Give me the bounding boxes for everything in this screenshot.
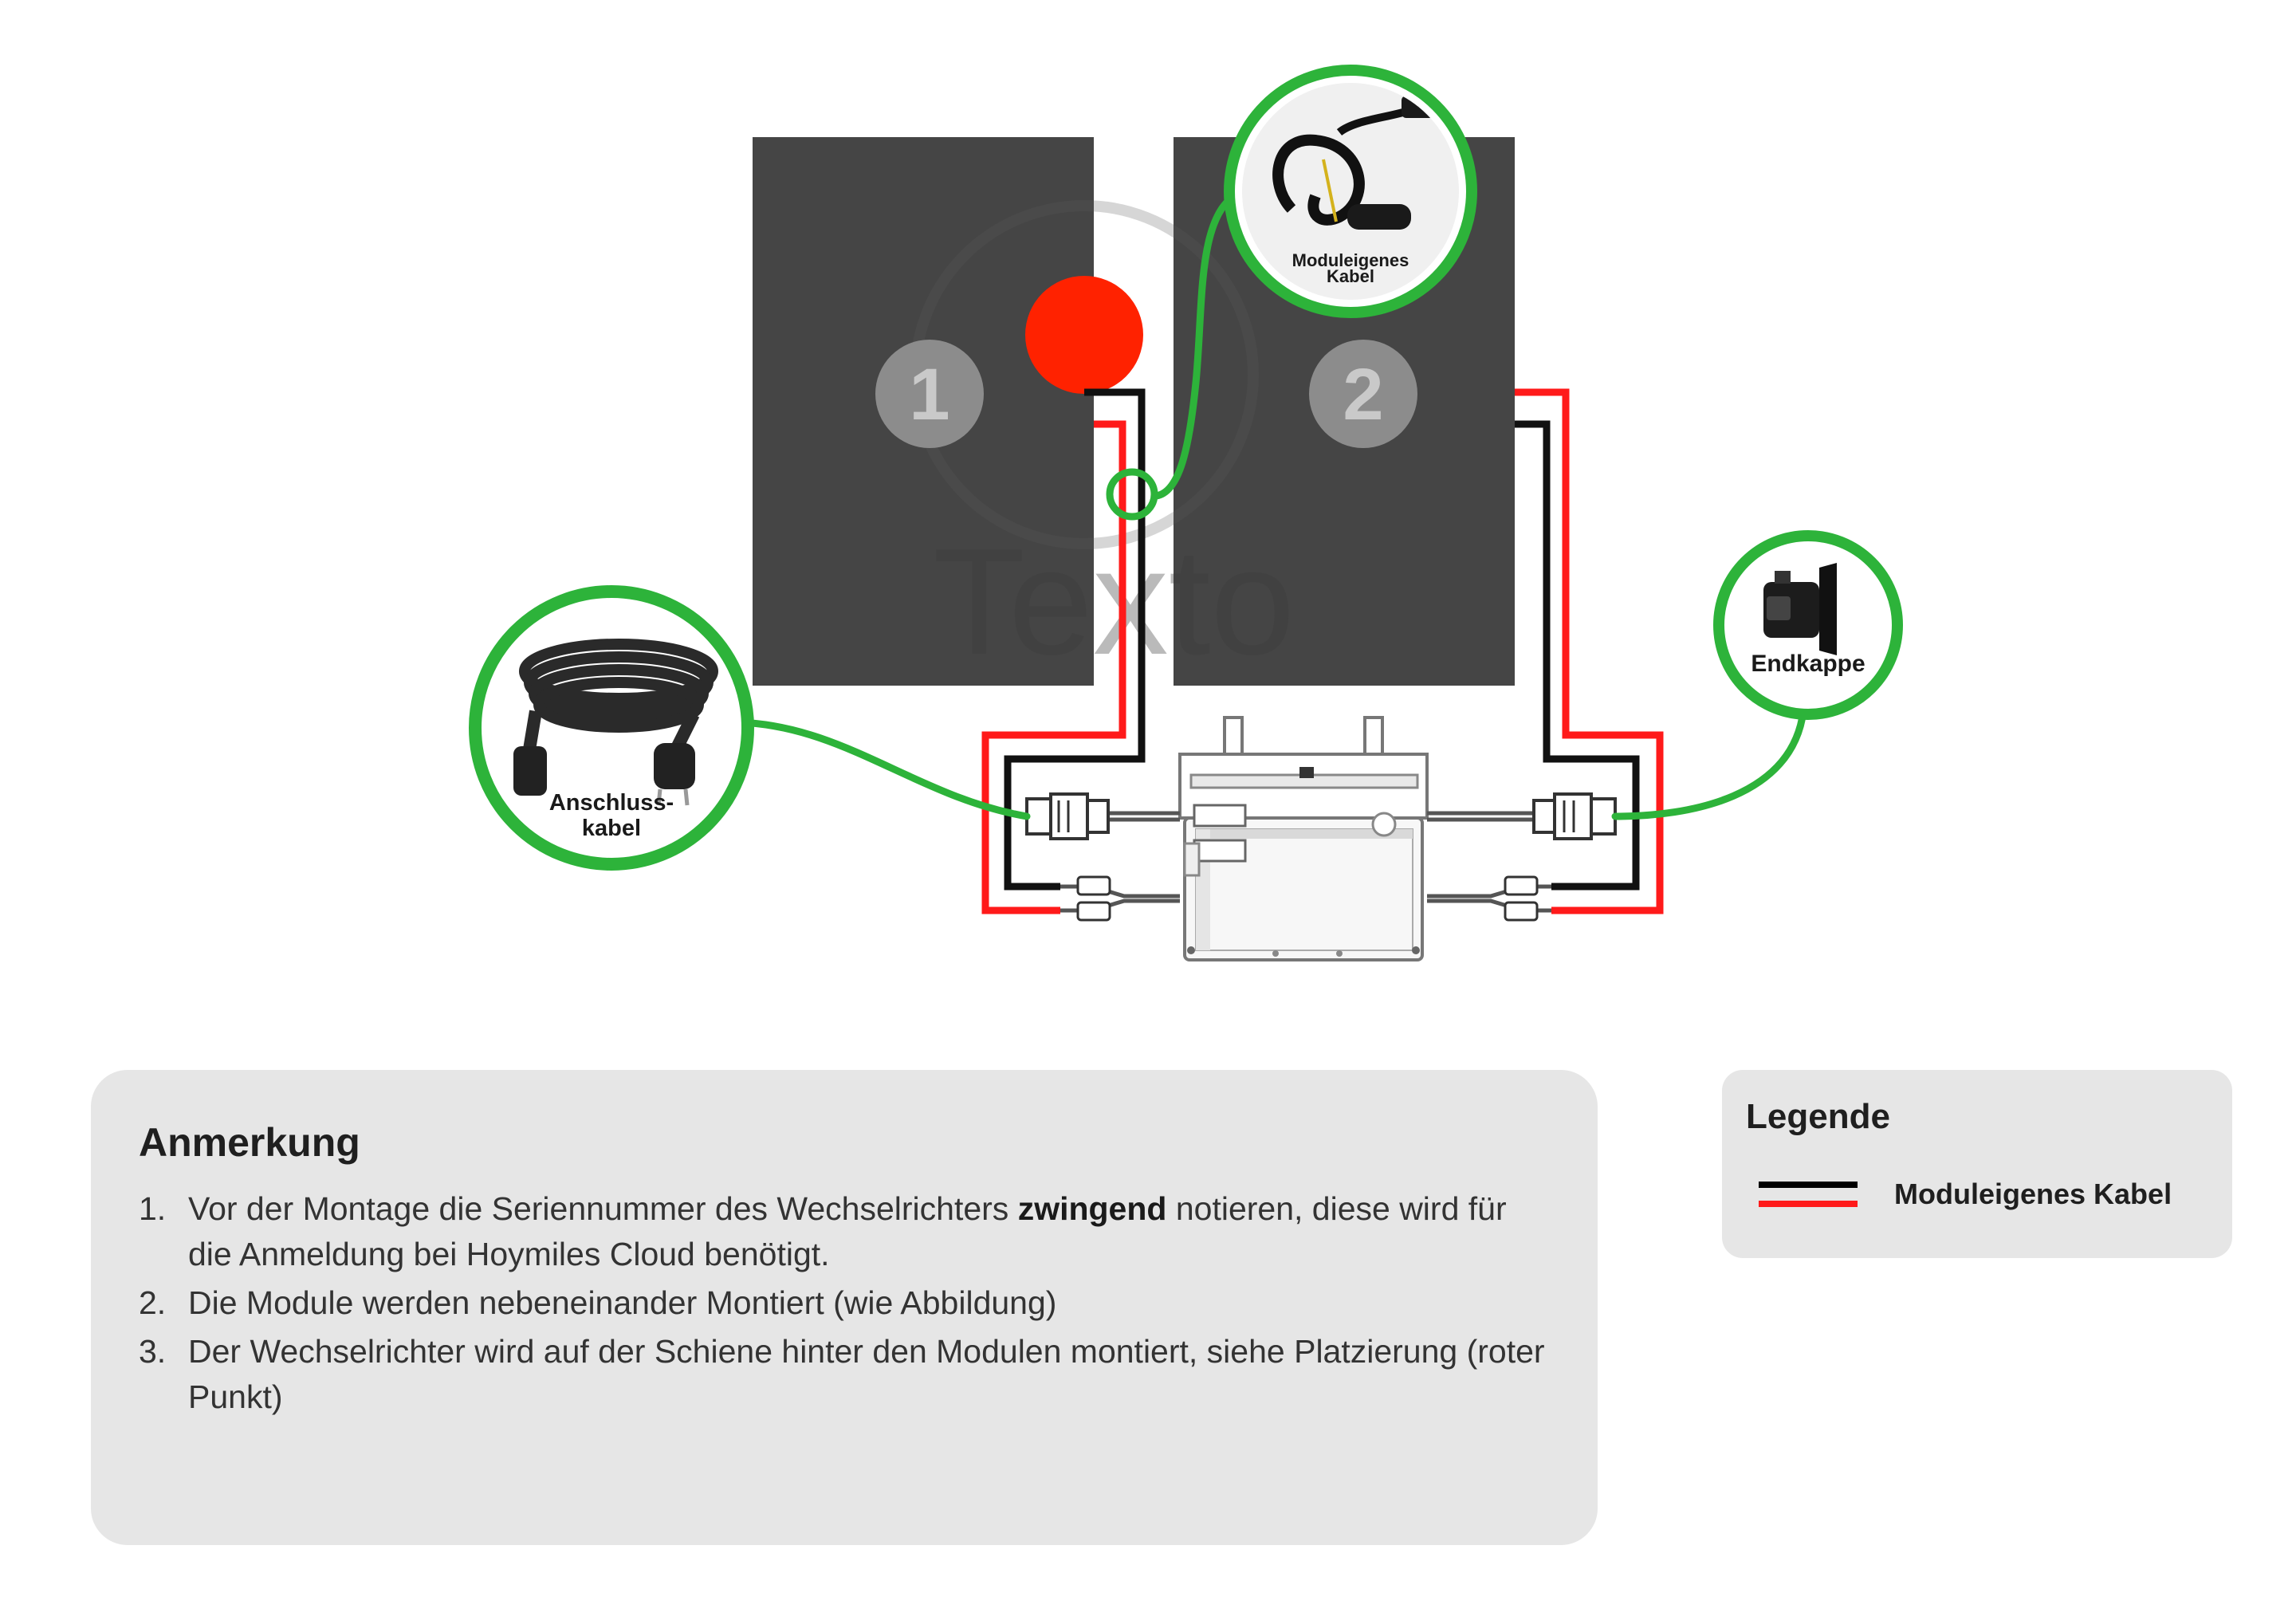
callout-leader-lines [734, 187, 1807, 820]
panel-2-number-badge: 2 [1309, 340, 1417, 448]
svg-text:Kabel: Kabel [1327, 266, 1374, 286]
note-list: 1. Vor der Montage die Seriennummer des … [139, 1186, 1553, 1420]
note-title: Anmerkung [139, 1120, 360, 1165]
note-item-text: Vor der Montage die Seriennummer des Wec… [188, 1190, 1507, 1272]
svg-text:kabel: kabel [582, 816, 641, 841]
legend-item: Moduleigenes Kabel [1759, 1175, 2172, 1213]
callout-end-cap: Endkappe [1713, 530, 1903, 720]
ac-connector-left [1025, 792, 1110, 840]
inverter-placement-marker [1025, 276, 1143, 394]
note-item-number: 1. [139, 1190, 167, 1227]
svg-text:Endkappe: Endkappe [1751, 651, 1865, 677]
legend-item-label: Moduleigenes Kabel [1894, 1178, 2172, 1210]
note-item-text: Der Wechselrichter wird auf der Schiene … [188, 1333, 1545, 1415]
dc-connectors-right [1427, 875, 1551, 922]
note-item-number: 2. [139, 1284, 167, 1321]
note-item-text: Die Module werden nebeneinander Montiert… [188, 1284, 1057, 1321]
legend-panel: Legende Moduleigenes Kabel [1722, 1070, 2232, 1258]
legend-title: Legende [1746, 1097, 1890, 1136]
microinverter [1178, 716, 1429, 961]
panel-1-module-cable [981, 388, 1146, 914]
callout-connection-cable: Anschluss- kabel [469, 585, 754, 871]
panel-2-module-cable [1515, 388, 1664, 914]
ac-connector-right [1532, 792, 1617, 840]
dc-connectors-left [1060, 875, 1180, 922]
note-panel: Anmerkung 1. Vor der Montage die Serienn… [91, 1070, 1598, 1545]
note-item-3: 3. Der Wechselrichter wird auf der Schie… [139, 1329, 1553, 1420]
panel-1-number-badge: 1 [875, 340, 984, 448]
watermark-text: Texto [933, 517, 1295, 686]
svg-text:1: 1 [909, 354, 949, 435]
note-item-1: 1. Vor der Montage die Seriennummer des … [139, 1186, 1553, 1277]
ac-trunk-cable [1108, 811, 1534, 822]
cable-swatch-icon [1759, 1175, 1858, 1213]
svg-text:Anschluss-: Anschluss- [549, 790, 674, 816]
note-item-2: 2. Die Module werden nebeneinander Monti… [139, 1280, 1553, 1326]
module-cable-loop [1106, 468, 1158, 521]
callout-module-cable: Moduleigenes Kabel [1224, 65, 1477, 318]
note-item-number: 3. [139, 1333, 167, 1370]
svg-text:Moduleigenes: Moduleigenes [1292, 250, 1409, 270]
svg-text:2: 2 [1343, 354, 1383, 435]
